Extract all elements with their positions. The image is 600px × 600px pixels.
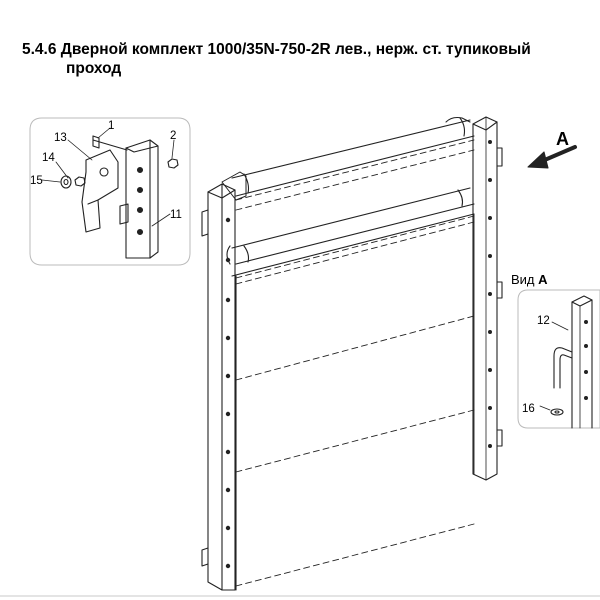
callout-12: 12 — [537, 315, 550, 327]
callout-16: 16 — [522, 403, 535, 415]
callout-2: 2 — [170, 130, 176, 142]
callout-14: 14 — [42, 152, 55, 164]
view-a-letter: A — [538, 272, 548, 287]
callout-13: 13 — [54, 132, 67, 144]
direction-arrow — [527, 145, 577, 169]
page-title: 5.4.6 Дверной комплект 1000/35N-750-2R л… — [22, 40, 592, 78]
callout-11: 11 — [170, 209, 182, 221]
callout-15: 15 — [30, 175, 43, 187]
title-line-1: 5.4.6 Дверной комплект 1000/35N-750-2R л… — [22, 41, 531, 58]
view-a-label: Вид A — [511, 272, 548, 287]
detail-right-box — [517, 289, 600, 429]
title-line-2: проход — [66, 60, 122, 77]
callout-1: 1 — [108, 120, 114, 132]
view-a-prefix: Вид — [511, 272, 538, 287]
door-assembly — [201, 116, 503, 591]
detail-left-box — [29, 117, 191, 266]
direction-arrow-label: A — [556, 129, 569, 149]
